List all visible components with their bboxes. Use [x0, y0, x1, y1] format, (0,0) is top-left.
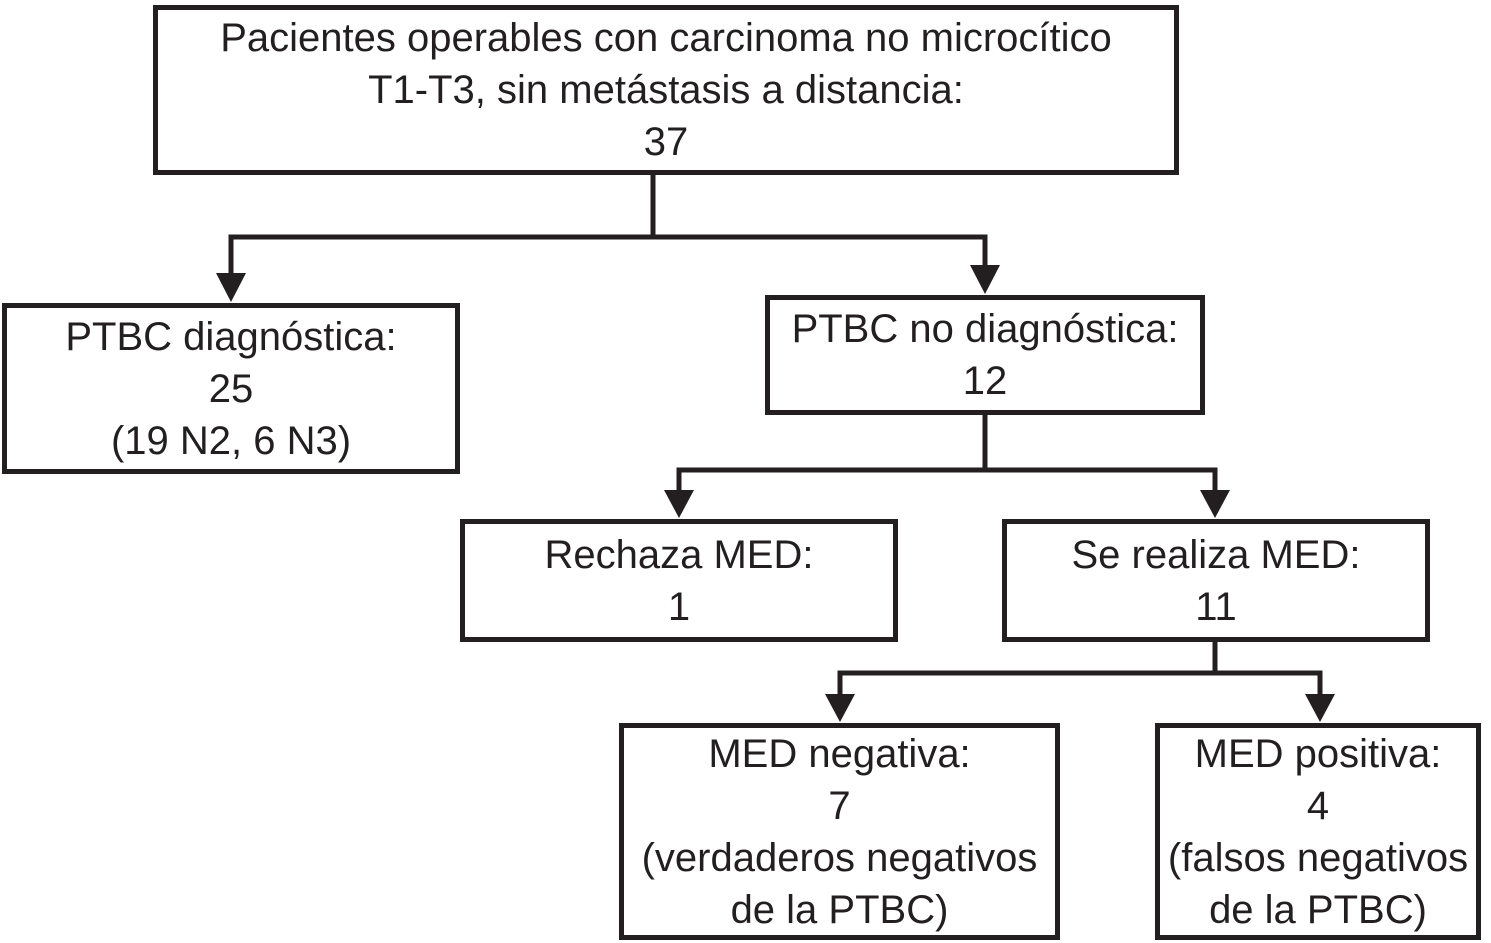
edge-root-split: [216, 173, 1000, 302]
edge-ptbc-no-diag-split: [664, 413, 1230, 518]
node-text-line: de la PTBC): [730, 887, 949, 932]
node-value: 25: [208, 366, 254, 411]
node-ptbc-no-diagnostica: PTBC no diagnóstica: 12: [765, 295, 1205, 415]
node-text-line: Pacientes operables con carcinoma no mic…: [220, 16, 1112, 60]
node-text-line: (19 N2, 6 N3): [110, 418, 352, 463]
node-pacientes-operables: Pacientes operables con carcinoma no mic…: [153, 5, 1179, 175]
node-value: 1: [667, 584, 691, 629]
node-rechaza-med: Rechaza MED: 1: [460, 519, 898, 642]
node-value: 7: [828, 783, 851, 828]
arrowhead-to-ptbc-no-diagnostica: [970, 265, 1000, 294]
node-value: 37: [643, 120, 689, 164]
node-ptbc-diagnostica: PTBC diagnóstica: 25 (19 N2, 6 N3): [2, 303, 460, 474]
arrowhead-to-med-positiva: [1305, 694, 1335, 722]
node-value: 12: [962, 359, 1008, 403]
node-text-line: MED negativa:: [708, 731, 971, 776]
edge-se-realiza-split: [825, 640, 1335, 722]
node-text-line: Se realiza MED:: [1071, 532, 1361, 577]
node-med-negativa: MED negativa: 7 (verdaderos negativos de…: [619, 723, 1060, 940]
node-med-positiva: MED positiva: 4 (falsos negativos de la …: [1155, 723, 1481, 940]
arrowhead-to-ptbc-diagnostica: [216, 273, 246, 302]
node-se-realiza-med: Se realiza MED: 11: [1002, 519, 1430, 642]
node-text-line: de la PTBC): [1209, 887, 1427, 932]
node-text-line: MED positiva:: [1194, 731, 1442, 776]
node-value: 11: [1195, 584, 1237, 629]
arrowhead-to-rechaza-med: [664, 490, 694, 518]
node-text-line: T1-T3, sin metástasis a distancia:: [368, 68, 964, 112]
node-text-line: Rechaza MED:: [544, 532, 814, 577]
arrowhead-to-se-realiza-med: [1200, 490, 1230, 518]
node-text-line: PTBC no diagnóstica:: [791, 307, 1179, 351]
node-text-line: (falsos negativos: [1167, 835, 1469, 880]
node-text-line: (verdaderos negativos: [641, 835, 1038, 880]
arrowhead-to-med-negativa: [825, 694, 855, 722]
node-value: 4: [1306, 783, 1330, 828]
node-text-line: PTBC diagnóstica:: [65, 314, 397, 359]
